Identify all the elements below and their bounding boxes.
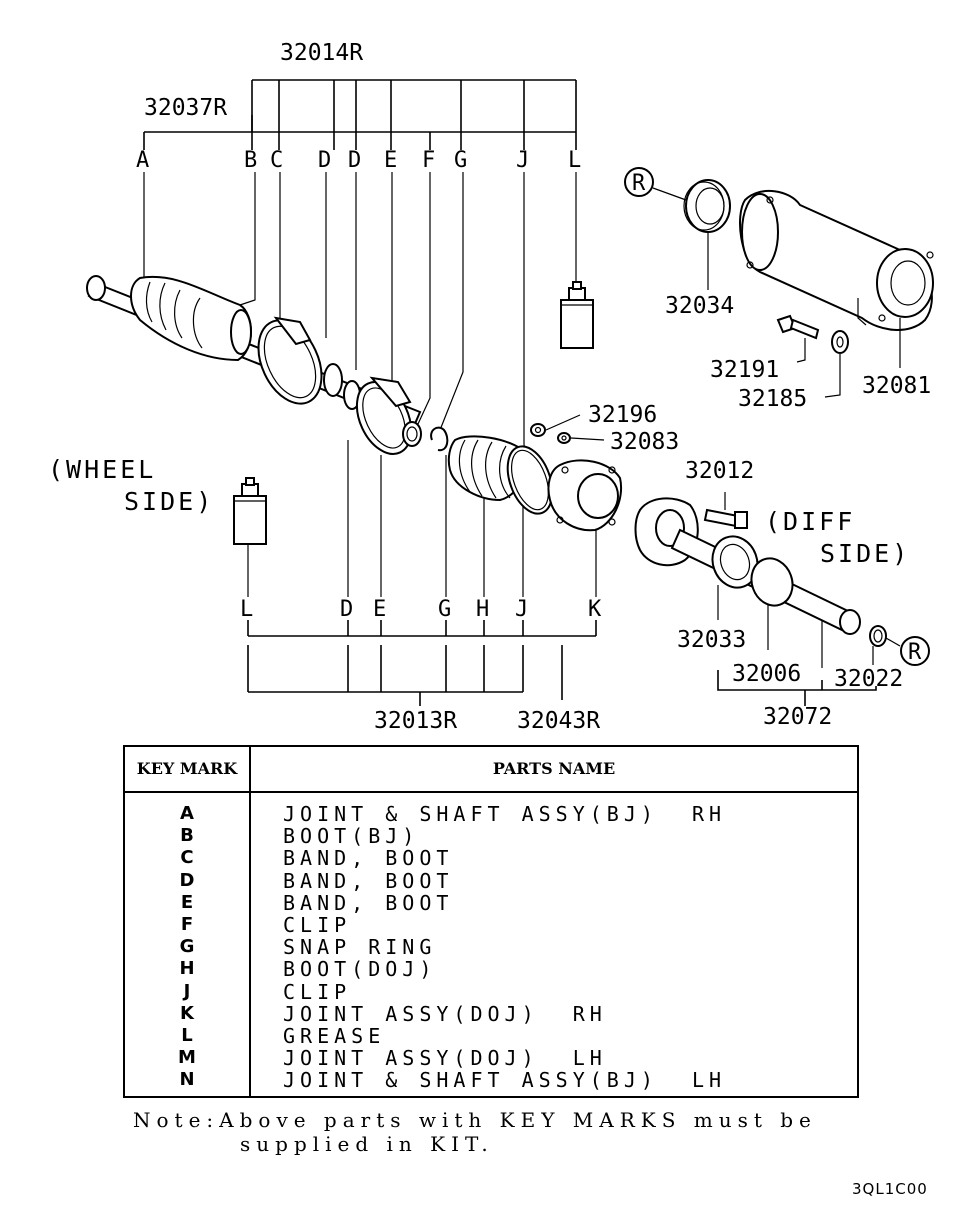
table-row: M JOINT ASSY(DOJ) LH — [125, 1047, 857, 1069]
key-mark-bottom: G — [438, 597, 451, 622]
part-name-cell: JOINT ASSY(DOJ) LH — [283, 1046, 607, 1071]
part-name-cell: BAND, BOOT — [283, 846, 454, 871]
key-mark-cell: A — [180, 803, 194, 824]
key-mark-cell: H — [179, 958, 195, 980]
part-name-cell: JOINT & SHAFT ASSY(BJ) LH — [283, 1068, 727, 1093]
table-column-divider — [249, 747, 251, 1096]
part-name-cell: SNAP RING — [283, 935, 437, 960]
key-mark-top: C — [270, 148, 283, 173]
drive-shaft-assembly — [86, 275, 449, 455]
key-mark-top: B — [244, 148, 257, 173]
header-parts-name: PARTS NAME — [492, 759, 616, 778]
grease-tube-top — [560, 281, 594, 349]
table-row: L GREASE — [125, 1025, 857, 1047]
part-name-cell: BOOT(DOJ) — [283, 957, 437, 982]
part-number-32006: 32006 — [732, 661, 801, 687]
parts-diagram: 32014R 32037R A B C D D E F G J L R 3203… — [48, 40, 934, 734]
part-number-32081: 32081 — [862, 373, 931, 399]
table-row: F CLIP — [125, 914, 857, 936]
key-mark-top: L — [568, 148, 581, 173]
key-mark-cell: E — [180, 891, 194, 913]
part-number-32072: 32072 — [763, 704, 832, 730]
diff-shaft-assembly — [634, 492, 930, 706]
key-mark-cell: G — [179, 936, 195, 958]
part-number-32013R: 32013R — [374, 708, 457, 734]
part-number-32043R: 32043R — [517, 708, 600, 734]
diagram-code: 3QL1C00 — [852, 1180, 928, 1198]
part-name-cell: BOOT(BJ) — [283, 824, 420, 849]
key-mark-cell: D — [179, 869, 195, 891]
part-name-cell: BAND, BOOT — [283, 868, 454, 893]
table-row: K JOINT ASSY(DOJ) RH — [125, 1003, 857, 1025]
key-mark-top: D — [318, 148, 331, 173]
key-mark-bottom: H — [476, 597, 489, 622]
key-mark-bottom: J — [515, 597, 528, 622]
key-mark-bottom: K — [588, 597, 602, 622]
note-line: supplied in KIT. — [240, 1132, 494, 1156]
part-number-32033: 32033 — [677, 627, 746, 653]
part-name-cell: CLIP — [283, 979, 352, 1004]
table-row: H BOOT(DOJ) — [125, 958, 857, 980]
key-mark-cell: K — [180, 1002, 194, 1024]
wheel-side-label: (WHEEL — [48, 455, 156, 484]
key-mark-top: E — [384, 148, 397, 173]
part-number-32012: 32012 — [685, 458, 754, 484]
table-row: D BAND, BOOT — [125, 870, 857, 892]
diff-side-label: (DIFF — [765, 507, 855, 536]
part-number-32185: 32185 — [738, 386, 807, 412]
key-mark-cell: F — [180, 913, 194, 935]
key-mark-cell: L — [181, 1024, 193, 1046]
part-number-32034: 32034 — [665, 293, 734, 319]
part-name-cell: JOINT ASSY(DOJ) RH — [283, 1001, 607, 1026]
wheel-side-label: SIDE) — [124, 487, 214, 516]
table-row: N JOINT & SHAFT ASSY(BJ) LH — [125, 1069, 857, 1091]
diff-side-label: SIDE) — [820, 539, 910, 568]
bottom-bracket-lines — [247, 440, 597, 706]
key-mark-cell: J — [183, 980, 191, 1002]
key-mark-top: F — [422, 148, 435, 173]
key-mark-top: J — [516, 148, 529, 173]
part-number-32083: 32083 — [610, 429, 679, 455]
key-mark-cell: N — [179, 1069, 195, 1091]
reference-symbol: R — [908, 640, 922, 665]
part-number-32196: 32196 — [588, 402, 657, 428]
table-rows: A JOINT & SHAFT ASSY(BJ) RH B BOOT(BJ) C BA… — [125, 803, 857, 1091]
key-mark-cell: C — [180, 847, 194, 869]
doj-assembly — [447, 414, 623, 532]
header-key-mark: KEY MARK — [136, 759, 238, 778]
table-row: G SNAP RING — [125, 936, 857, 958]
part-number-32191: 32191 — [710, 357, 779, 383]
top-bracket-lines — [143, 79, 577, 150]
key-mark-bottom: L — [240, 597, 253, 622]
part-name-cell: CLIP — [283, 912, 352, 937]
table-row: C BAND, BOOT — [125, 847, 857, 869]
parts-table: KEY MARK PARTS NAME A JOINT & SHAFT ASSY(… — [123, 745, 859, 1098]
housing-assembly — [624, 167, 934, 398]
key-mark-cell: M — [178, 1047, 196, 1069]
key-mark-bottom: D — [340, 597, 353, 622]
key-mark-bottom: E — [373, 597, 386, 622]
reference-symbol: R — [632, 171, 646, 196]
key-mark-top: A — [136, 148, 149, 173]
key-mark-top: D — [348, 148, 361, 173]
key-mark-cell: B — [180, 825, 194, 847]
table-header — [125, 747, 857, 793]
kit-note: Note:Above parts with KEY MARKS must be … — [133, 1108, 893, 1156]
table-row: B BOOT(BJ) — [125, 825, 857, 847]
part-number-32022: 32022 — [834, 666, 903, 692]
grease-tube-bottom — [233, 477, 267, 545]
table-row: A JOINT & SHAFT ASSY(BJ) RH — [125, 803, 857, 825]
part-name-cell: BAND, BOOT — [283, 890, 454, 915]
key-mark-top: G — [454, 148, 467, 173]
part-number-32014R: 32014R — [280, 40, 363, 66]
part-number-32037R: 32037R — [144, 95, 227, 121]
table-row: E BAND, BOOT — [125, 892, 857, 914]
table-row: J CLIP — [125, 981, 857, 1003]
note-line: Note:Above parts with KEY MARKS must be — [133, 1108, 817, 1132]
part-name-cell: JOINT & SHAFT ASSY(BJ) RH — [283, 802, 727, 826]
part-name-cell: GREASE — [283, 1023, 386, 1048]
